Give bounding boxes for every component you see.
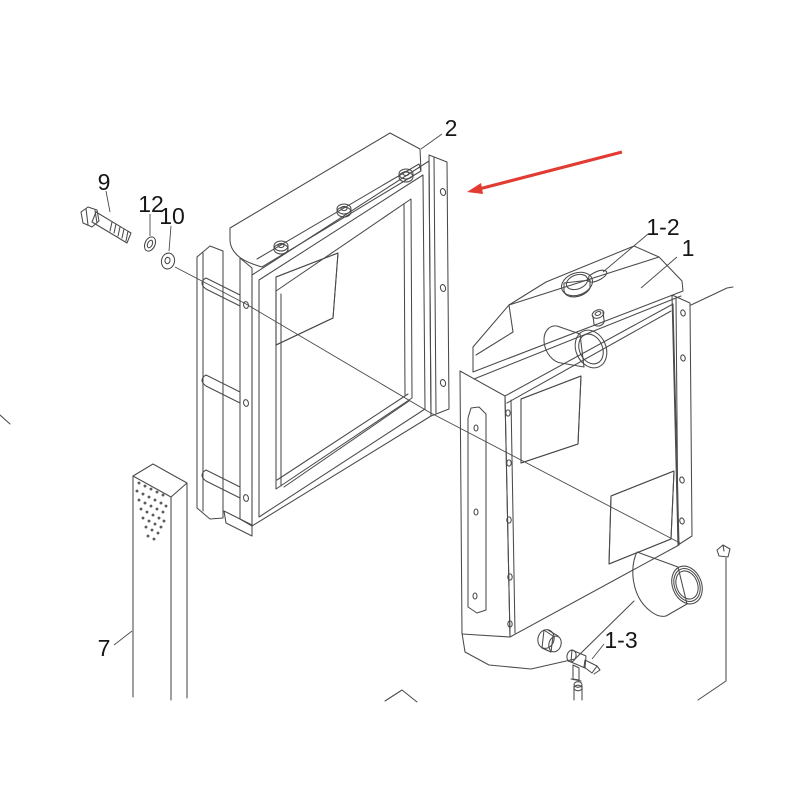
part-12-lock-washer-drawing [143, 236, 157, 252]
guard-right-flange [428, 154, 450, 417]
stipple-texture [135, 481, 168, 541]
bolt-threads [109, 221, 129, 242]
radiator-top-tank [472, 245, 684, 380]
radiator-bottom-tank [461, 600, 635, 670]
part-2-guard-drawing [196, 132, 450, 537]
part-7-post-drawing [132, 463, 188, 701]
radiator-overflow-port [591, 309, 605, 327]
radiator-right-bracket [671, 286, 734, 546]
callout-label-1-2: 1-2 [646, 214, 679, 240]
radiator-mesh-lower [608, 470, 675, 565]
radiator-left-bracket [467, 406, 487, 614]
radiator-front-edge-holes [505, 409, 513, 628]
callout-label-2: 2 [445, 115, 458, 141]
radiator-outlet-pipe [632, 551, 703, 617]
callout-label-7: 7 [98, 635, 111, 661]
callouts: 2 9 12 10 1-2 1 1-3 7 [98, 115, 695, 661]
guard-boss-grommets [273, 168, 414, 255]
callout-label-10: 10 [159, 203, 185, 229]
part-10-flat-washer-drawing [160, 252, 176, 270]
callout-label-9: 9 [98, 169, 111, 195]
callout-label-1: 1 [682, 235, 695, 261]
drain-pipe [573, 681, 583, 701]
guard-left-strip [223, 257, 253, 537]
radiator-cap-drawing [560, 269, 608, 298]
callout-label-1-3: 1-3 [604, 627, 637, 653]
part-9-bolt-drawing [80, 206, 132, 244]
adjacent-part-fragment-bottom-right [697, 544, 731, 701]
callout-label-12: 12 [138, 191, 164, 217]
adjacent-part-fragment-bottom-left [384, 689, 418, 703]
guard-mesh [275, 252, 339, 346]
radiator-drain-bushing [537, 629, 562, 653]
guard-top-bar [229, 132, 422, 268]
red-pointer-arrow [467, 150, 623, 194]
adjacent-part-fragment-left [0, 414, 11, 425]
arrowhead [467, 183, 483, 194]
part-1-radiator-drawing [459, 245, 734, 670]
radiator-inlet-pipe [543, 325, 608, 369]
assembly-centerline [174, 266, 681, 544]
part-1-3-drain-valve-drawing [566, 649, 601, 701]
radiator-mesh-upper [520, 375, 582, 464]
guard-left-channel [196, 245, 241, 520]
